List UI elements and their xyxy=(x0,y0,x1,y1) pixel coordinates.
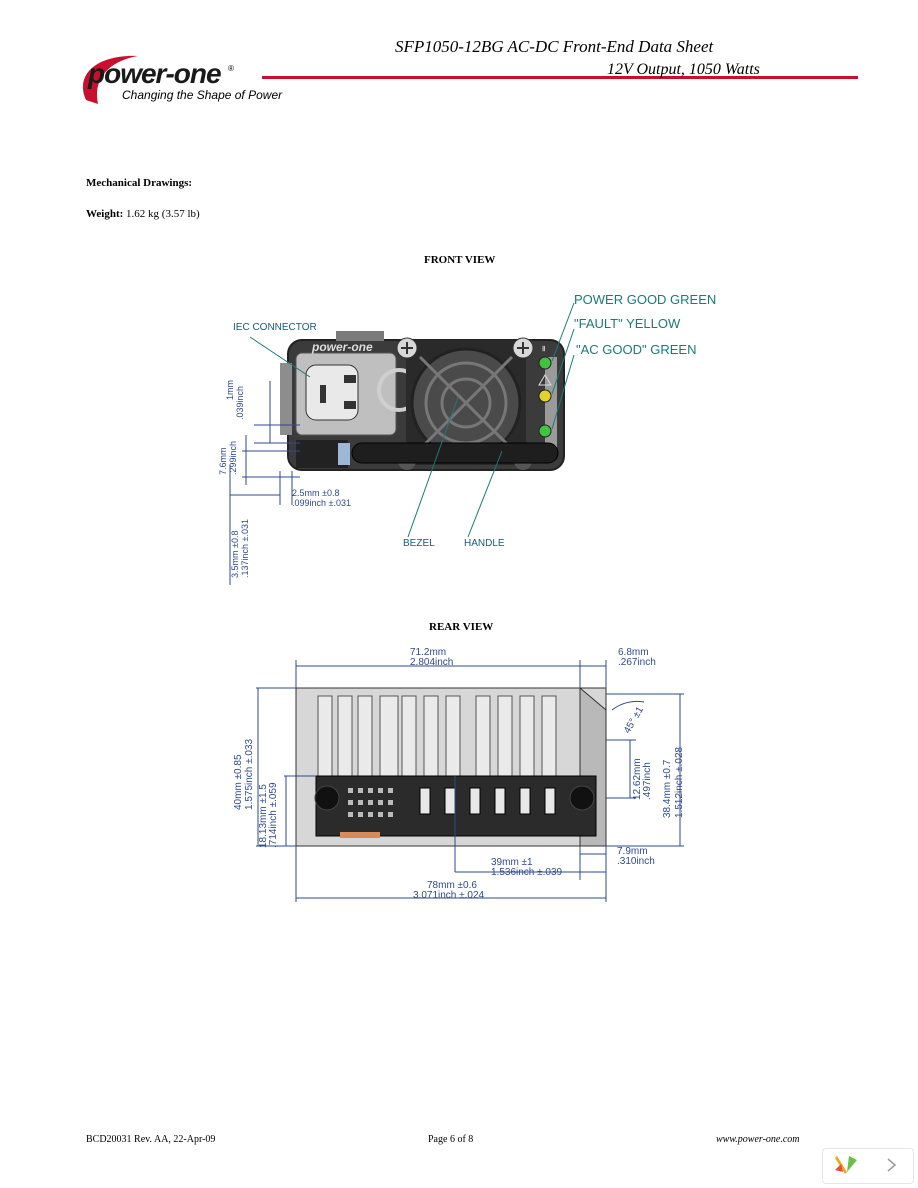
power-good-label: POWER GOOD GREEN xyxy=(574,292,717,307)
document-title: SFP1050-12BG AC-DC Front-End Data Sheet xyxy=(395,37,714,56)
svg-text:Ⅱ: Ⅱ xyxy=(542,345,545,353)
dim-3-071inch: 3.071inch ±.024 xyxy=(413,890,485,901)
dim-267inch: .267inch xyxy=(618,657,656,668)
dim-71-2mm: 71.2mm xyxy=(410,647,447,658)
bezel-label: BEZEL xyxy=(403,538,435,549)
section-title: Mechanical Drawings: xyxy=(86,177,193,189)
rear-view-caption: REAR VIEW xyxy=(429,621,494,633)
dim-1-575inch: 1.575inch ±.033 xyxy=(244,738,255,810)
footer-page-number: Page 6 of 8 xyxy=(428,1134,474,1145)
dim-714inch: .714inch ±.059 xyxy=(268,782,279,848)
dim-7-6mm: 7.6mm xyxy=(218,447,228,475)
next-page-icon[interactable] xyxy=(872,1152,912,1178)
weight-label: Weight: xyxy=(86,208,124,220)
bezel-logo: power-one xyxy=(312,340,373,354)
document-subtitle: 12V Output, 1050 Watts xyxy=(607,61,760,78)
dim-099inch: .099inch ±.031 xyxy=(292,498,351,508)
dim-497inch: .497inch xyxy=(642,762,653,800)
ac-good-label: "AC GOOD" GREEN xyxy=(576,342,697,357)
rear-view-drawing xyxy=(256,660,684,902)
power-one-logo xyxy=(78,52,288,110)
dim-7-9mm: 7.9mm xyxy=(617,846,648,857)
handle-label: HANDLE xyxy=(464,538,505,549)
dim-1-536inch: 1.536inch ±.039 xyxy=(491,867,563,878)
viewer-logo-icon[interactable] xyxy=(827,1152,867,1178)
footer-doc-id: BCD20031 Rev. AA, 22-Apr-09 xyxy=(86,1134,216,1145)
logo-registered-mark: ® xyxy=(228,64,234,73)
iec-connector-label: IEC CONNECTOR xyxy=(233,322,317,333)
dim-2-804inch: 2.804inch xyxy=(410,657,454,668)
front-view-caption: FRONT VIEW xyxy=(424,254,496,266)
dim-137inch: .137inch ±.031 xyxy=(240,519,250,578)
dim-38-4mm: 38.4mm ±0.7 xyxy=(662,759,673,818)
logo-tagline: Changing the Shape of Power xyxy=(122,88,283,102)
viewer-nav-bar xyxy=(822,1148,914,1184)
weight-line: Weight: 1.62 kg (3.57 lb) xyxy=(86,208,200,220)
dim-1-512inch: 1.512inch ±.028 xyxy=(674,746,685,818)
dim-299inch: .299inch xyxy=(228,440,238,475)
fault-label: "FAULT" YELLOW xyxy=(574,316,681,331)
dim-78mm: 78mm ±0.6 xyxy=(427,880,477,891)
dim-6-8mm: 6.8mm xyxy=(618,647,649,658)
dim-3-5mm: 3.5mm ±0.8 xyxy=(230,530,240,578)
dim-310inch: .310inch xyxy=(617,856,655,867)
dim-039inch: .039inch xyxy=(235,385,245,420)
header-rule xyxy=(262,76,858,79)
footer-url: www.power-one.com xyxy=(716,1134,800,1145)
dim-39mm: 39mm ±1 xyxy=(491,857,533,868)
dim-2-5mm: 2.5mm ±0.8 xyxy=(292,488,340,498)
weight-value: 1.62 kg (3.57 lb) xyxy=(126,208,200,220)
front-view-drawing: Ⅱ xyxy=(229,302,575,585)
dim-1mm: 1mm xyxy=(225,380,235,400)
logo-wordmark: power-one xyxy=(88,58,222,89)
dim-40mm: 40mm ±0.85 xyxy=(233,754,244,810)
